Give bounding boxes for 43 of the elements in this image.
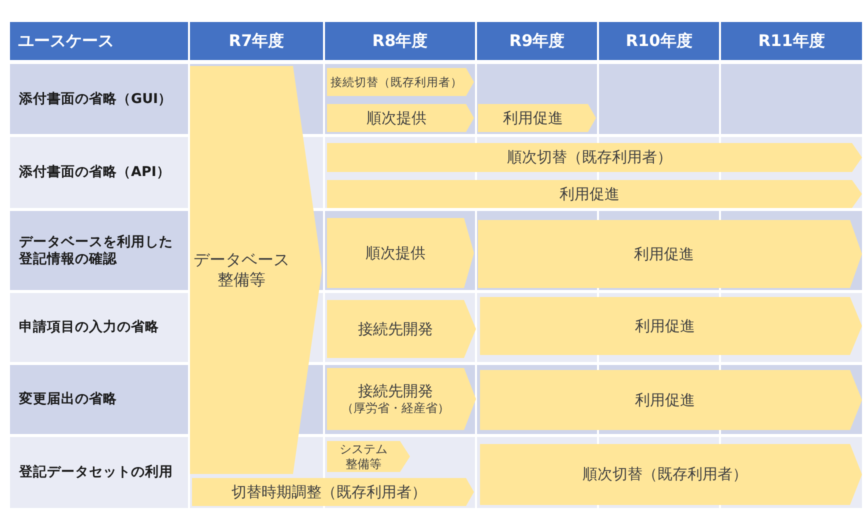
bar-label: システム整備等 [338, 442, 388, 472]
column-header: R9年度 [477, 22, 597, 60]
bar-label: 順次提供 [366, 244, 426, 262]
schedule-bar [190, 66, 322, 474]
bar-label: 切替時期調整（既存利用者） [232, 482, 426, 502]
bar-label: 接続先開発 [358, 382, 433, 401]
row-header: 添付書面の省略（API） [10, 137, 188, 208]
schedule-bar [478, 104, 596, 132]
row-header: データベースを利用した登記情報の確認 [10, 211, 188, 290]
bar-label: 順次切替（既存利用者） [582, 465, 748, 484]
schedule-bar [327, 300, 476, 358]
schedule-bar [327, 218, 474, 288]
bar-label: 利用促進 [635, 316, 695, 336]
schedule-bar [327, 143, 862, 172]
row-header: 添付書面の省略（GUI） [10, 64, 188, 134]
schedule-bar [327, 68, 474, 96]
schedule-bar [192, 478, 474, 506]
row-header: 登記データセットの利用 [10, 437, 188, 508]
schedule-bar [478, 220, 862, 288]
column-header: R8年度 [325, 22, 475, 60]
schedule-bar [327, 180, 862, 208]
row-header: 変更届出の省略 [10, 365, 188, 434]
schedule-bar [480, 444, 862, 505]
bar-label: 順次提供 [366, 108, 426, 128]
bar-label: 利用促進 [560, 184, 620, 204]
bar-label: 利用促進 [503, 108, 563, 128]
bar-label: 利用促進 [634, 244, 694, 264]
bar-label: 利用促進 [635, 390, 695, 410]
schedule-bar [480, 370, 862, 430]
column-header: ユースケース [10, 22, 188, 60]
schedule-bar [480, 297, 862, 355]
row-header: 申請項目の入力の省略 [10, 293, 188, 362]
bar-label: データベース整備等 [192, 250, 290, 290]
column-header: R11年度 [721, 22, 862, 60]
bar-label: 接続切替（既存利用者） [330, 74, 462, 90]
bar-sublabel: （厚労省・経産省） [342, 400, 450, 416]
column-header: R7年度 [190, 22, 323, 60]
schedule-bar [327, 441, 410, 472]
schedule-bar [327, 104, 474, 132]
column-header: R10年度 [599, 22, 719, 60]
schedule-bar [327, 368, 476, 430]
bar-label: 順次切替（既存利用者） [507, 148, 672, 167]
bar-label: 接続先開発 [358, 320, 433, 338]
